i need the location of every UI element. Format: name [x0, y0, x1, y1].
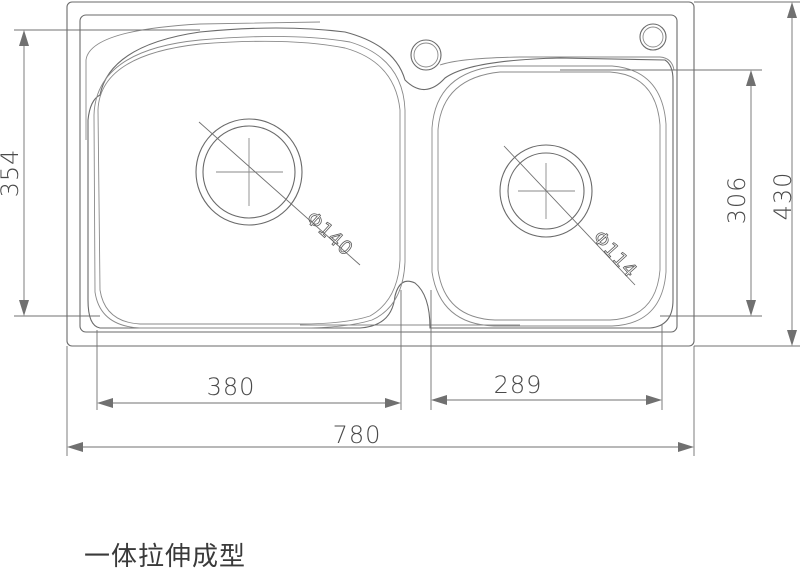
right-drain	[499, 144, 636, 286]
dimension-289-label: 289	[494, 371, 543, 399]
dimension-line-354	[19, 30, 29, 316]
dimension-380-label: 380	[207, 373, 256, 401]
dimension-780-label: 780	[333, 421, 382, 449]
dimension-line-780	[67, 442, 694, 452]
left-bowl	[87, 27, 674, 329]
left-drain	[195, 118, 361, 266]
dimension-line-430	[787, 2, 797, 346]
caption-text: 一体拉伸成型	[84, 542, 247, 572]
dimension-430-label: 430	[769, 172, 797, 221]
faucet-hole	[410, 39, 442, 71]
dimension-line-306	[746, 70, 756, 316]
overflow-hole	[639, 23, 667, 51]
dimension-354-label: 354	[0, 149, 24, 198]
ledge-line	[439, 56, 675, 71]
dimension-line-380	[97, 398, 401, 408]
right-drain-diameter-label: Φ114	[588, 227, 641, 283]
drainboard-edge	[85, 21, 321, 140]
sink-outer-rim	[66, 1, 695, 347]
left-drain-diameter-label: Φ140	[302, 207, 358, 260]
right-bowl	[431, 65, 667, 327]
sink-inner-rim	[79, 14, 678, 333]
dimension-line-289	[431, 395, 662, 405]
dimension-306-label: 306	[723, 176, 751, 225]
